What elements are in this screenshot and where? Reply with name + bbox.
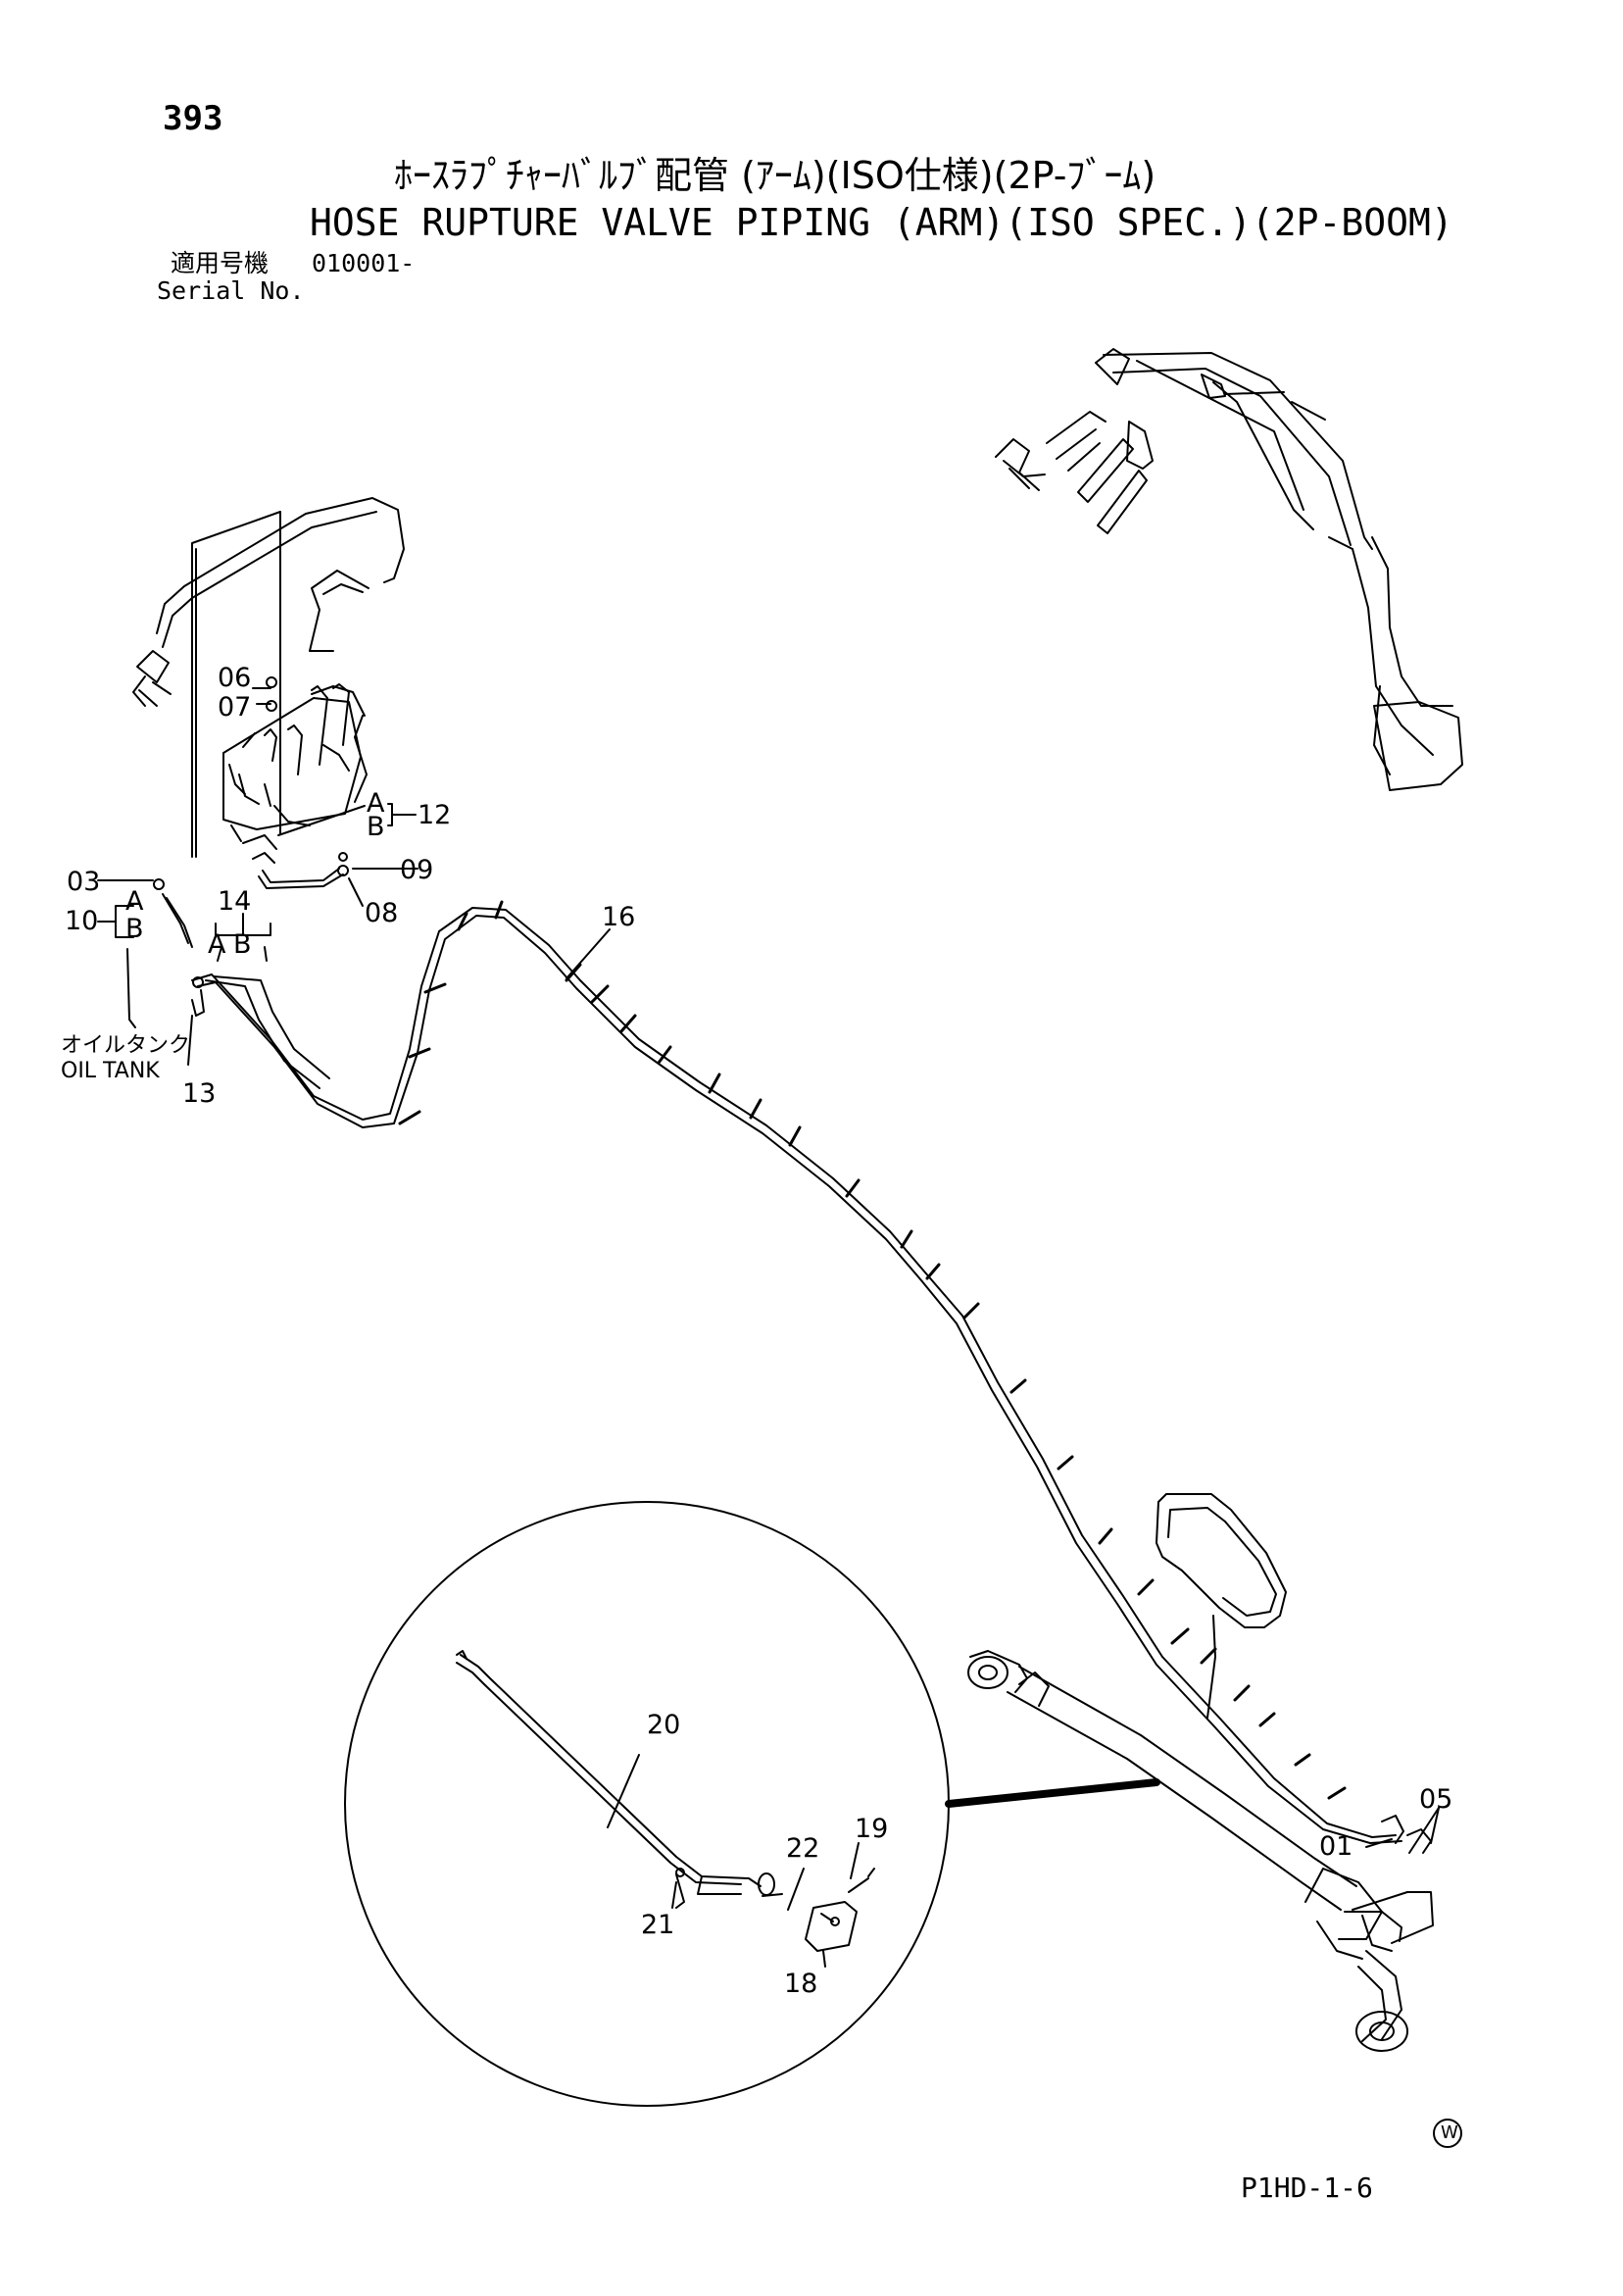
page-number: 393 [163, 99, 223, 138]
serial-label-japanese: 適用号機 [171, 249, 270, 277]
callout-22: 22 [786, 1833, 820, 1864]
callout-port-a-tank: A [125, 886, 144, 917]
watermark-circle [1433, 2119, 1462, 2148]
callout-21: 21 [641, 1910, 675, 1940]
page-code: P1HD-1-6 [1241, 2171, 1373, 2204]
title-english: HOSE RUPTURE VALVE PIPING (ARM)(ISO SPEC… [310, 201, 1453, 244]
serial-number-value: 010001- [312, 249, 416, 277]
serial-label-english: Serial No. [157, 276, 305, 305]
callout-port-a-hose: A [208, 929, 226, 960]
callout-16: 16 [602, 902, 636, 932]
oil-tank-label-japanese: オイルタンク [61, 1033, 191, 1058]
arm-cylinder [967, 1650, 1434, 2052]
hose-clamps [398, 900, 1347, 1800]
leader-lines [97, 687, 1440, 1968]
callout-12: 12 [418, 800, 452, 830]
callout-03: 03 [67, 867, 101, 897]
callout-06: 06 [218, 663, 252, 693]
callout-09: 09 [400, 855, 434, 885]
callout-18: 18 [784, 1969, 818, 1999]
excavator-overview [995, 348, 1463, 791]
hose-routing [191, 907, 1432, 1854]
watermark-symbol: W [1441, 2122, 1458, 2143]
callout-port-b-valve: B [367, 812, 385, 842]
callout-01: 01 [1319, 1831, 1353, 1862]
callout-port-a-valve: A [367, 788, 385, 819]
callout-port-b-hose: B [233, 929, 252, 960]
callout-07: 07 [218, 692, 252, 723]
callout-08: 08 [365, 898, 399, 928]
callout-10: 10 [65, 906, 99, 936]
callout-05: 05 [1419, 1784, 1453, 1815]
title-japanese: ﾎｰｽﾗﾌﾟﾁｬｰﾊﾞﾙﾌﾞ配管 (ｱｰﾑ)(ISO仕様)(2P-ﾌﾞｰﾑ) [394, 154, 1156, 197]
oil-tank-label-english: OIL TANK [61, 1059, 160, 1083]
detail-leader-arrow [945, 1778, 1160, 1808]
callout-13: 13 [182, 1078, 217, 1109]
detail-view [344, 1501, 950, 2107]
callout-port-b-tank: B [125, 914, 144, 944]
callout-19: 19 [855, 1814, 889, 1844]
callout-14: 14 [218, 886, 252, 917]
callout-20: 20 [647, 1710, 681, 1740]
control-valve-assembly [126, 497, 405, 1028]
